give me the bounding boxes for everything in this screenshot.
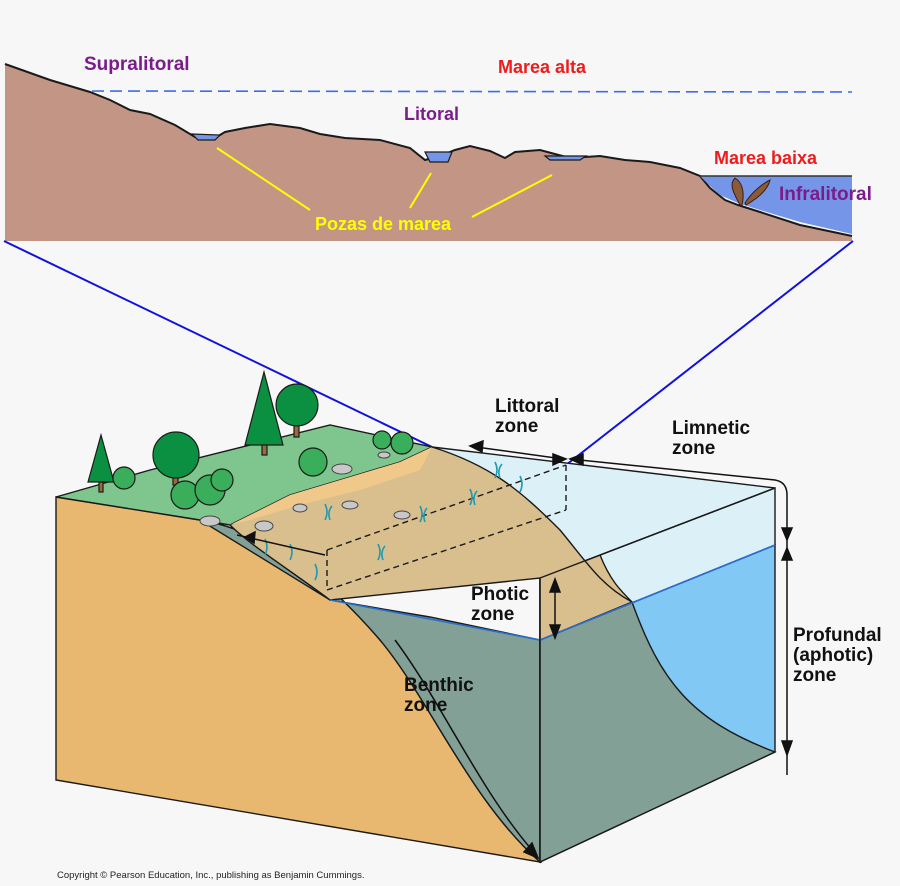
lake-block bbox=[55, 424, 777, 864]
oak-tree-icon bbox=[275, 383, 319, 438]
label-infralitoral: Infralitoral bbox=[779, 184, 872, 205]
bush-icon bbox=[112, 430, 414, 510]
label-supralitoral: Supralitoral bbox=[84, 54, 190, 75]
connector-line-right bbox=[565, 240, 854, 466]
label-marea-baixa: Marea baixa bbox=[714, 148, 818, 168]
pine-tree-icon bbox=[244, 369, 284, 456]
label-littoral-zone: Littoral zone bbox=[495, 396, 560, 437]
rock-icons bbox=[199, 451, 411, 532]
label-benthic-zone: Benthic zone bbox=[404, 675, 474, 716]
tide-pool-pointers bbox=[216, 147, 553, 218]
littoral-dashed-lines bbox=[326, 464, 567, 591]
label-pozas-de-marea: Pozas de marea bbox=[315, 214, 452, 234]
label-marea-alta: Marea alta bbox=[498, 57, 587, 77]
aquatic-plant-icons bbox=[264, 461, 523, 581]
tide-pool bbox=[190, 133, 222, 141]
zone-arrows bbox=[236, 439, 794, 860]
sand-strip bbox=[230, 447, 432, 525]
tide-pool bbox=[543, 155, 588, 161]
tide-pool bbox=[424, 151, 453, 163]
high-tide-line bbox=[91, 90, 853, 93]
tree-icons bbox=[87, 369, 414, 510]
pine-tree-icon bbox=[87, 432, 115, 493]
seaweed-icon bbox=[731, 177, 771, 206]
label-litoral: Litoral bbox=[404, 104, 460, 124]
oak-tree-icon bbox=[152, 431, 200, 486]
label-limnetic-zone: Limnetic zone bbox=[672, 418, 751, 459]
rock-profile bbox=[5, 64, 852, 241]
aphotic-benthic bbox=[539, 601, 777, 864]
tidal-profile-panel bbox=[4, 63, 854, 241]
label-profundal-zone: Profundal (aphotic) zone bbox=[793, 625, 882, 686]
copyright-notice: Copyright © Pearson Education, Inc., pub… bbox=[57, 870, 365, 881]
label-photic-zone: Photic zone bbox=[471, 584, 530, 625]
connector-line-left bbox=[3, 240, 433, 448]
